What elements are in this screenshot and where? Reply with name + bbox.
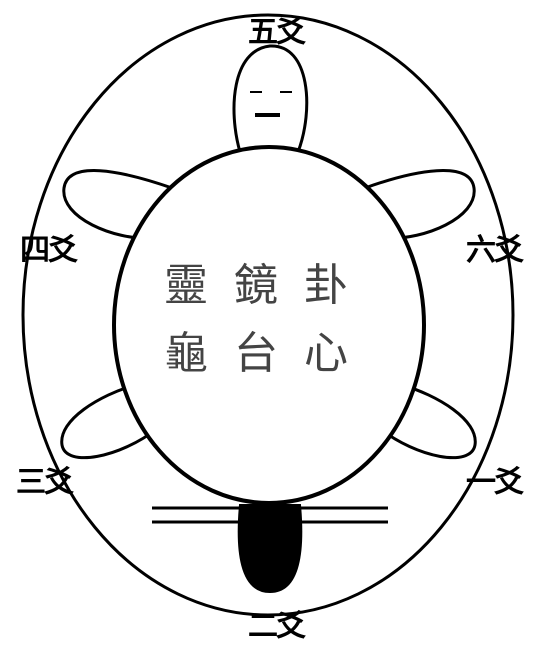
outer-oval (21, 13, 515, 617)
label-upper-left: 四爻 (20, 233, 78, 268)
turtle-shell (112, 145, 426, 505)
turtle-tail (237, 504, 303, 594)
center-text-line1: 靈鏡卦 (164, 260, 374, 311)
center-text-line2: 龜台心 (164, 328, 374, 379)
label-lower-right: 一爻 (466, 465, 524, 500)
label-upper-right: 六爻 (466, 233, 524, 268)
turtle-head (232, 44, 309, 154)
base-lines (152, 506, 388, 524)
label-bottom: 二爻 (248, 609, 306, 644)
label-top: 五爻 (248, 15, 306, 50)
label-lower-left: 三爻 (16, 465, 74, 500)
